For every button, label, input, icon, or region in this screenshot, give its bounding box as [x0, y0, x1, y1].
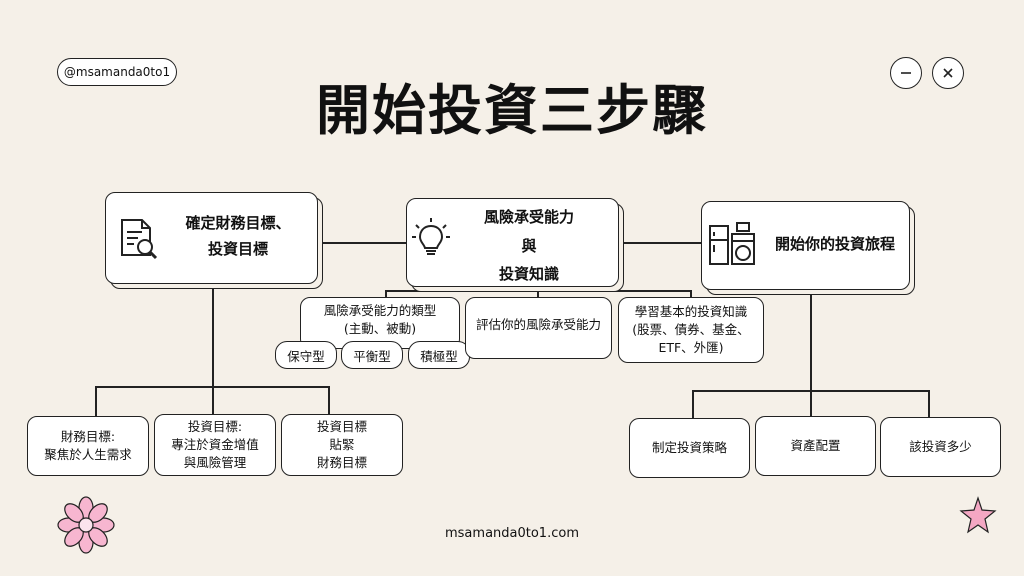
step2-title-line2: 與 — [521, 236, 537, 255]
investment-goal-line1: 投資目標: — [187, 418, 243, 434]
step2-title-line3: 投資知識 — [498, 265, 559, 283]
learn-basics-line1: 學習基本的投資知識 — [634, 303, 748, 319]
strategy-line1: 制定投資策略 — [651, 439, 727, 455]
step2-title-line1: 風險承受能力 — [483, 208, 574, 226]
step2-child-risk-types: 風險承受能力的類型 (主動、被動) — [300, 297, 460, 349]
financial-goal-line2: 聚焦於人生需求 — [44, 447, 132, 462]
step3-child-amount: 該投資多少 — [880, 417, 1001, 477]
investment-goal-line3: 與風險管理 — [183, 455, 247, 471]
step1-child-investment-goal: 投資目標: 專注於資金增值 與風險管理 — [154, 414, 276, 476]
chip-aggressive: 積極型 — [408, 341, 470, 369]
minus-icon — [901, 72, 911, 74]
step1-child-align-goals: 投資目標 貼緊 財務目標 — [281, 414, 403, 476]
connector-right-down — [810, 292, 812, 390]
connector-right-b — [810, 390, 812, 418]
step3-card: 開始你的投資旅程 — [701, 201, 910, 290]
connector-right-c — [928, 390, 930, 418]
flower-icon — [57, 496, 115, 554]
connector-mid-a — [385, 290, 387, 300]
handle-text: @msamanda0to1 — [63, 65, 171, 79]
step1-card: 確定財務目標、 投資目標 — [105, 192, 318, 284]
align-goals-line2: 貼緊 — [329, 436, 355, 452]
step1-title-line1: 確定財務目標、 — [185, 214, 291, 232]
star-icon — [959, 496, 997, 534]
connector-left-down — [212, 286, 214, 386]
document-search-icon — [121, 219, 158, 260]
handle-badge: @msamanda0to1 — [57, 58, 177, 86]
investment-goal-line2: 專注於資金增值 — [171, 436, 259, 452]
close-icon — [943, 68, 953, 78]
allocation-line1: 資產配置 — [790, 437, 841, 453]
connector-left-c — [328, 386, 330, 416]
risk-types-line2: (主動、被動) — [343, 321, 417, 337]
step3-child-strategy: 制定投資策略 — [629, 418, 750, 478]
chip-balanced: 平衡型 — [341, 341, 403, 369]
connector-left-b — [212, 386, 214, 416]
connector-right-a — [692, 390, 694, 418]
step3-title-line1: 開始你的投資旅程 — [774, 235, 895, 253]
lightbulb-icon — [412, 218, 450, 255]
step2-card: 風險承受能力 與 投資知識 — [406, 198, 619, 287]
page-title: 開始投資三步驟 — [316, 79, 708, 142]
connector-left-bar — [95, 386, 328, 388]
connector-left-a — [95, 386, 97, 416]
amount-line1: 該投資多少 — [909, 438, 972, 454]
step1-title-line2: 投資目標 — [207, 240, 268, 259]
appliances-icon — [709, 222, 755, 265]
minimize-button[interactable] — [890, 57, 922, 89]
footer-website[interactable]: msamanda0to1.com — [445, 526, 579, 541]
assess-risk-line1: 評估你的風險承受能力 — [475, 317, 601, 332]
align-goals-line1: 投資目標 — [316, 418, 367, 434]
connector-mid-c — [690, 290, 692, 300]
step1-child-financial-goal: 財務目標: 聚焦於人生需求 — [27, 416, 149, 476]
learn-basics-line2: (股票、債券、基金、 — [632, 321, 750, 337]
step2-child-learn-basics: 學習基本的投資知識 (股票、債券、基金、 ETF、外匯) — [618, 297, 764, 363]
step3-child-allocation: 資產配置 — [755, 416, 876, 476]
chip-conservative: 保守型 — [275, 341, 337, 369]
close-button[interactable] — [932, 57, 964, 89]
risk-types-line1: 風險承受能力的類型 — [323, 303, 437, 318]
step2-child-assess-risk: 評估你的風險承受能力 — [465, 297, 612, 359]
connector-mid-b — [537, 290, 539, 300]
align-goals-line3: 財務目標 — [316, 455, 367, 471]
learn-basics-line3: ETF、外匯) — [658, 340, 724, 356]
financial-goal-line1: 財務目標: — [60, 428, 116, 444]
